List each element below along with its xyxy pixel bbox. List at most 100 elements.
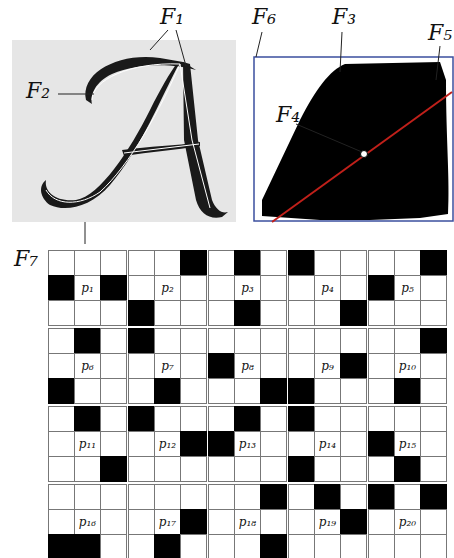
pixel-cell <box>368 406 395 432</box>
figure-label: F₇ <box>14 248 38 270</box>
pixel-cell <box>420 353 447 379</box>
pixel-cell <box>288 406 315 432</box>
pixel-cell <box>314 534 341 558</box>
pixel-cell <box>128 484 155 510</box>
pixel-cell <box>154 378 181 404</box>
pixel-cell <box>48 250 75 276</box>
pixel-cell <box>128 406 155 432</box>
pixel-cell <box>288 534 315 558</box>
pixel-cell <box>234 300 261 326</box>
pixel-cell <box>340 509 367 535</box>
pixel-cell <box>74 456 101 482</box>
pixel-cell <box>208 534 235 558</box>
pixel-cell <box>100 250 127 276</box>
pixel-cell <box>48 431 75 457</box>
pixel-cell <box>260 406 287 432</box>
pixel-cell <box>340 353 367 379</box>
pixel-cell <box>394 534 421 558</box>
pixel-cell <box>128 328 155 354</box>
pixel-cell <box>340 275 367 301</box>
pixel-cell <box>368 300 395 326</box>
pattern-label: p₁₇ <box>159 516 176 528</box>
pixel-cell <box>100 406 127 432</box>
pixel-cell <box>394 406 421 432</box>
pixel-cell <box>394 328 421 354</box>
frame-box <box>254 57 453 221</box>
pixel-cell <box>208 275 235 301</box>
pattern-label: p₄ <box>321 282 334 294</box>
pixel-cell <box>208 484 235 510</box>
pixel-cell <box>74 484 101 510</box>
pixel-cell <box>234 406 261 432</box>
figure-label: F₂ <box>26 80 50 102</box>
pixel-cell <box>74 328 101 354</box>
pixel-cell <box>154 328 181 354</box>
pixel-cell <box>288 328 315 354</box>
pixel-cell <box>394 300 421 326</box>
pixel-cell <box>180 456 207 482</box>
pixel-pattern: p₆ <box>48 328 126 403</box>
pixel-cell <box>100 456 127 482</box>
pixel-cell <box>368 431 395 457</box>
pixel-cell <box>208 509 235 535</box>
pixel-cell <box>180 378 207 404</box>
pixel-pattern: p₈ <box>208 328 286 403</box>
pattern-label: p₁₅ <box>399 438 416 450</box>
pixel-pattern: p₂₀ <box>368 484 446 558</box>
pixel-cell <box>128 353 155 379</box>
pixel-cell <box>368 534 395 558</box>
pixel-cell <box>260 353 287 379</box>
pattern-label: p₈ <box>241 360 254 372</box>
pixel-cell <box>154 300 181 326</box>
pixel-cell <box>260 300 287 326</box>
pattern-label: p₁₉ <box>319 516 336 528</box>
figure-label: F₅ <box>428 22 452 44</box>
pixel-cell <box>260 250 287 276</box>
pattern-label: p₁₃ <box>239 438 256 450</box>
pixel-cell <box>260 378 287 404</box>
pixel-cell <box>180 431 207 457</box>
pattern-label: p₁₁ <box>79 438 96 450</box>
pixel-cell <box>340 406 367 432</box>
pixel-cell <box>234 484 261 510</box>
pixel-cell <box>48 328 75 354</box>
pixel-cell <box>420 456 447 482</box>
pixel-cell <box>288 250 315 276</box>
pixel-cell <box>234 250 261 276</box>
pixel-cell <box>420 406 447 432</box>
pixel-cell <box>420 534 447 558</box>
leader-line <box>58 30 440 244</box>
pixel-cell <box>208 406 235 432</box>
pixel-cell <box>394 250 421 276</box>
pixel-cell <box>154 250 181 276</box>
pixel-cell <box>368 509 395 535</box>
pixel-cell <box>48 406 75 432</box>
pixel-pattern: p₁₄ <box>288 406 366 481</box>
pixel-cell <box>48 509 75 535</box>
pixel-cell <box>340 456 367 482</box>
pixel-cell <box>180 275 207 301</box>
pixel-cell <box>128 300 155 326</box>
pixel-cell <box>368 328 395 354</box>
pattern-label: p₁₀ <box>399 360 416 372</box>
pattern-label: p₂ <box>161 282 174 294</box>
pixel-cell <box>48 275 75 301</box>
pixel-cell <box>48 353 75 379</box>
pixel-pattern: p₁₁ <box>48 406 126 481</box>
pixel-pattern: p₁₉ <box>288 484 366 558</box>
pixel-cell <box>180 509 207 535</box>
pixel-cell <box>100 328 127 354</box>
pixel-pattern: p₁₇ <box>128 484 206 558</box>
pixel-cell <box>368 275 395 301</box>
pixel-cell <box>260 484 287 510</box>
pixel-cell <box>314 300 341 326</box>
pixel-cell <box>340 534 367 558</box>
pixel-cell <box>260 275 287 301</box>
pixel-cell <box>128 509 155 535</box>
pixel-cell <box>260 328 287 354</box>
pixel-cell <box>260 509 287 535</box>
pixel-cell <box>260 456 287 482</box>
pixel-cell <box>420 431 447 457</box>
pixel-cell <box>288 456 315 482</box>
pixel-cell <box>208 328 235 354</box>
